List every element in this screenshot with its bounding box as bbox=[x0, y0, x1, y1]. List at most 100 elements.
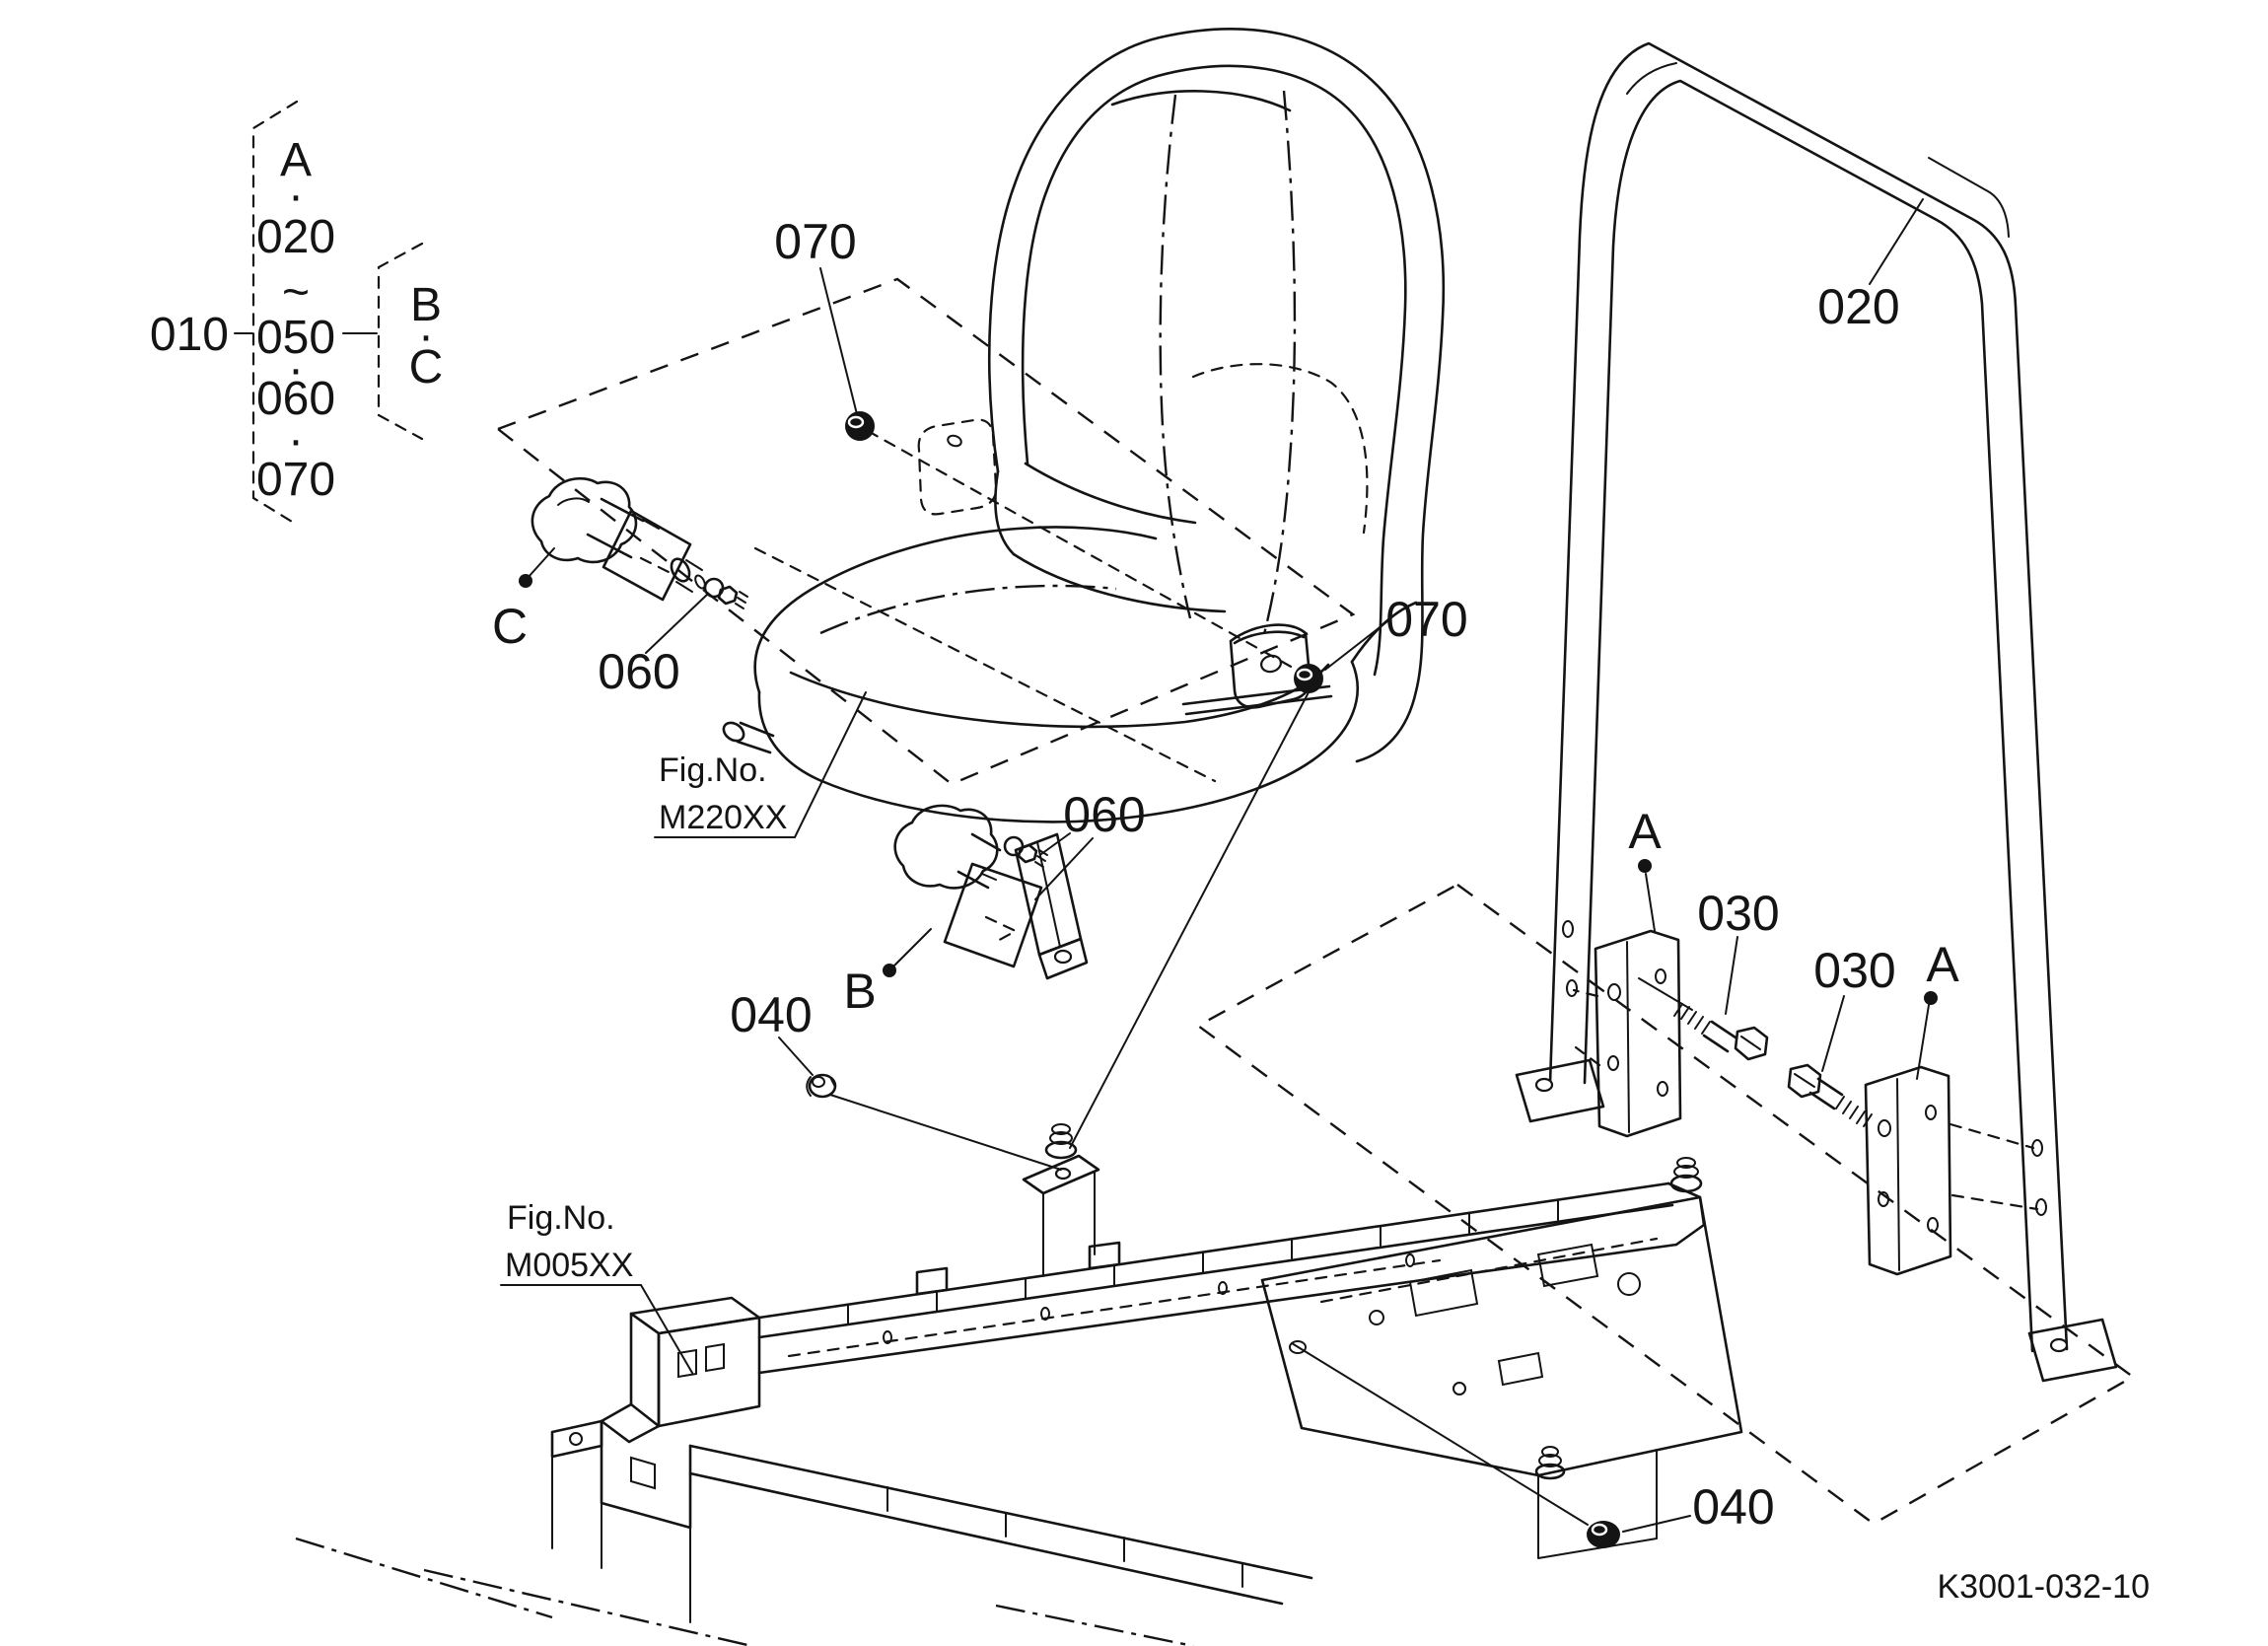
alignment-line bbox=[1069, 691, 1310, 1149]
rail-mid-edge bbox=[757, 1203, 1674, 1339]
figure-ref-seat: Fig.No. M220XX bbox=[654, 691, 867, 838]
nut-highlight bbox=[1296, 668, 1313, 681]
plate-hole bbox=[1925, 1105, 1937, 1120]
screw-head bbox=[717, 585, 739, 606]
seat-peg-lines bbox=[736, 721, 775, 754]
deck-plate bbox=[1260, 1195, 1743, 1477]
callout-view-c: C bbox=[492, 599, 528, 654]
plate-hole bbox=[1655, 968, 1666, 984]
seat-lumbar-seam bbox=[1024, 462, 1197, 525]
rops-outer-edge bbox=[1548, 41, 2069, 1351]
legend-dot: · bbox=[288, 414, 304, 466]
callout-view-b: B bbox=[843, 964, 876, 1019]
rail-hole bbox=[1218, 1281, 1228, 1295]
screw-060-left bbox=[703, 577, 748, 609]
screw-threads bbox=[735, 591, 748, 609]
seat-drawing bbox=[722, 28, 1446, 823]
plate-hole bbox=[1607, 1055, 1619, 1071]
seat-cushion-seam bbox=[789, 663, 1330, 729]
nut-040-bottom bbox=[1587, 1521, 1620, 1548]
rops-foot-right bbox=[2027, 1318, 2118, 1383]
frame-cut-line bbox=[995, 1604, 1194, 1646]
deck-slots bbox=[1408, 1243, 1599, 1387]
leader-line bbox=[819, 267, 858, 415]
rubber-mount bbox=[1541, 1446, 1559, 1458]
tower-side-face bbox=[657, 1316, 761, 1428]
rops-foot-hole bbox=[2049, 1337, 2069, 1353]
deck-hidden-line bbox=[1319, 1237, 1659, 1304]
legend-item-020: 020 bbox=[256, 211, 335, 263]
nut-070-top bbox=[845, 411, 875, 441]
callout-030-left: 030 bbox=[1697, 886, 1779, 941]
legend-item-070: 070 bbox=[256, 454, 335, 506]
rops-leg-hole bbox=[1566, 979, 1578, 997]
rops-leg-hole bbox=[1562, 920, 1574, 938]
seat-panel-seam bbox=[1191, 363, 1369, 535]
bolt-shank bbox=[1808, 1077, 1844, 1110]
plate-hole bbox=[1927, 1217, 1939, 1233]
screw-060-mid bbox=[1003, 835, 1048, 868]
tower-drop-lines bbox=[551, 1456, 691, 1623]
bolt-head-facet bbox=[1740, 1036, 1761, 1050]
latch-knob-detail bbox=[557, 497, 590, 506]
callout-030-right: 030 bbox=[1813, 943, 1895, 998]
legend-sub-item-b: B bbox=[410, 279, 442, 331]
leader-line bbox=[1645, 873, 1656, 932]
bolt-alignment-leader bbox=[1638, 977, 1693, 1011]
bolt-head bbox=[1787, 1063, 1822, 1099]
seat-cushion-top bbox=[753, 526, 1158, 694]
callout-040-bottom: 040 bbox=[1692, 1479, 1774, 1535]
seat-mount-bracket-hole bbox=[1054, 1167, 1072, 1181]
callout-060-mid: 060 bbox=[1063, 787, 1145, 842]
legend-tilde: ~ bbox=[282, 266, 310, 319]
bolt-head-facet bbox=[1794, 1073, 1815, 1088]
legend-assembly-ref: 010 bbox=[150, 309, 229, 361]
tower-lower-box bbox=[600, 1419, 692, 1530]
rail-hidden-line bbox=[787, 1258, 1442, 1358]
rail-top-edge bbox=[757, 1181, 1670, 1320]
nut-040-left bbox=[806, 1073, 837, 1099]
callout-070-right: 070 bbox=[1385, 592, 1467, 647]
rail-hole bbox=[883, 1330, 892, 1344]
latch-cylinder bbox=[670, 557, 691, 583]
bolt-030-left bbox=[1638, 977, 1769, 1061]
leader-line bbox=[527, 547, 555, 579]
seat-mount-bracket bbox=[1022, 1154, 1100, 1195]
leader-line bbox=[1869, 198, 1924, 285]
figure-ref-prefix: Fig.No. bbox=[659, 751, 767, 789]
bolt-threads bbox=[1673, 1003, 1711, 1035]
seat-side-line bbox=[994, 469, 1016, 556]
rubber-mount bbox=[1044, 1140, 1078, 1160]
seat-mount-bracket-legs bbox=[1042, 1171, 1096, 1277]
seat-hidden-hole bbox=[947, 434, 962, 448]
callout-040-left: 040 bbox=[730, 987, 812, 1042]
latch-body-hidden bbox=[639, 556, 671, 574]
nut-highlight bbox=[847, 415, 865, 429]
callout-020: 020 bbox=[1817, 279, 1899, 334]
rops-inner-edge bbox=[1583, 79, 2034, 1353]
deck-hole bbox=[1369, 1310, 1384, 1325]
seat-peg bbox=[722, 721, 745, 743]
rubber-mount bbox=[1676, 1157, 1696, 1169]
rops-corner-seam bbox=[1928, 157, 2010, 238]
latch-knob bbox=[893, 804, 999, 890]
callout-070-top: 070 bbox=[774, 214, 856, 269]
plate-alignment-dash bbox=[1572, 988, 1601, 1067]
nut-facets bbox=[806, 1076, 836, 1097]
latch-part-b bbox=[893, 804, 1089, 980]
rops-foot-hole bbox=[1534, 1077, 1554, 1093]
seat-back-outline bbox=[988, 28, 1446, 763]
figure-ref-code: M220XX bbox=[659, 799, 787, 836]
rubber-mount bbox=[1669, 1174, 1703, 1193]
tower-tab bbox=[550, 1419, 603, 1459]
latch-knob bbox=[531, 476, 638, 564]
nut-bore bbox=[812, 1076, 825, 1088]
rail-tabs bbox=[915, 1241, 1121, 1296]
figure-ref-code: M005XX bbox=[505, 1247, 633, 1284]
legend-bracket-right bbox=[377, 242, 424, 441]
leader-line bbox=[1040, 832, 1071, 855]
lower-rail bbox=[688, 1444, 1313, 1606]
leader-line bbox=[1916, 1004, 1930, 1080]
plate-fold bbox=[1896, 1078, 1900, 1271]
